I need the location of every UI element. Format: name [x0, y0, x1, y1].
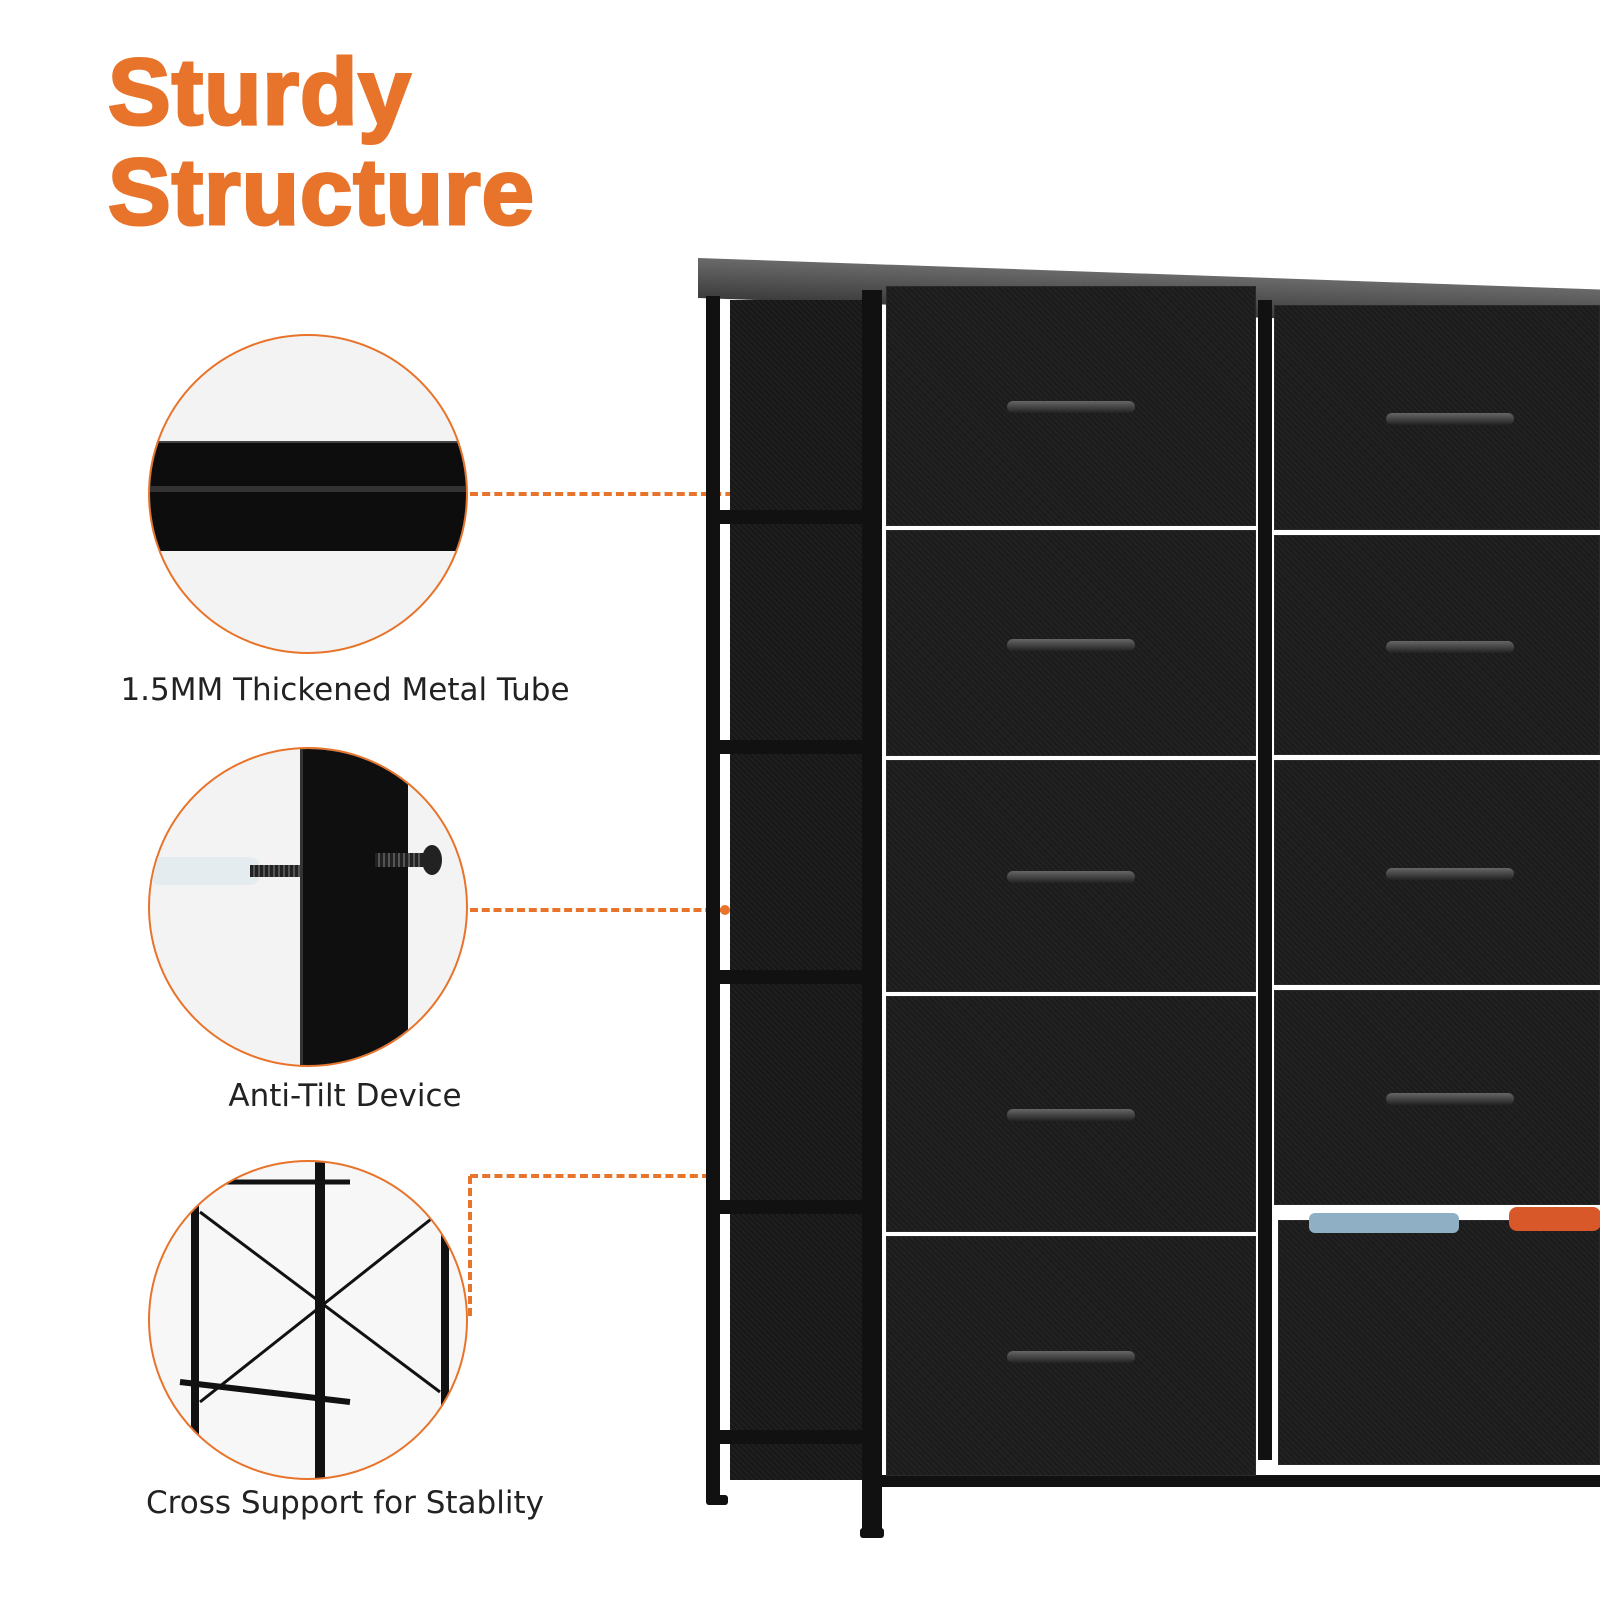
- feature-label-metal-tube: 1.5MM Thickened Metal Tube: [120, 672, 570, 708]
- metal-tube-closeup-icon: [148, 334, 468, 654]
- drawer: [886, 996, 1256, 1232]
- frame-post: [706, 296, 720, 1501]
- drawer: [1274, 990, 1600, 1205]
- drawer: [1274, 760, 1600, 985]
- drawer: [886, 1236, 1256, 1476]
- frame-post: [1258, 300, 1272, 1460]
- feature-label-anti-tilt: Anti-Tilt Device: [228, 1078, 462, 1114]
- cross-support-closeup-icon: [148, 1160, 468, 1480]
- headline-line-2: Structure: [107, 139, 536, 244]
- drawer: [886, 286, 1256, 526]
- drawer: [886, 760, 1256, 992]
- drawer: [886, 530, 1256, 756]
- side-panel: [730, 300, 862, 1480]
- open-drawer: [1278, 1207, 1600, 1465]
- feature-label-cross-support: Cross Support for Stablity: [146, 1485, 544, 1521]
- callout-dot-2: [720, 905, 730, 915]
- drawer: [1274, 305, 1600, 530]
- drawer: [1274, 535, 1600, 755]
- anti-tilt-screw-closeup-icon: [148, 747, 468, 1067]
- callout-line-2: [470, 908, 725, 912]
- headline-line-1: Sturdy: [107, 39, 413, 144]
- drawer-handle: [1007, 401, 1135, 414]
- frame-post: [862, 290, 882, 1535]
- callout-line-3-vertical: [468, 1176, 472, 1316]
- headline: Sturdy Structure: [107, 39, 536, 244]
- callout-line-3: [470, 1174, 710, 1178]
- callout-line-1: [470, 492, 782, 496]
